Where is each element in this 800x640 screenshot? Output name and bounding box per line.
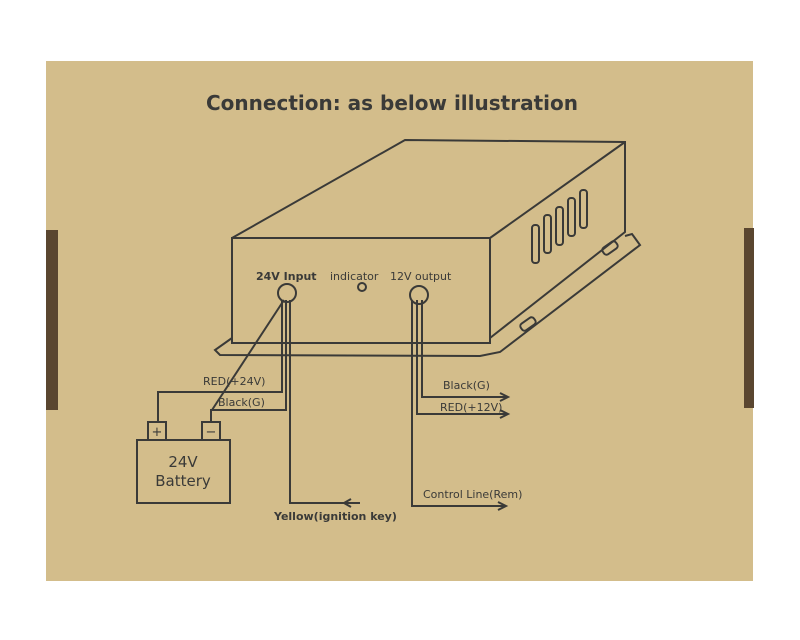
input-port xyxy=(277,283,297,303)
diagram-title: Connection: as below illustration xyxy=(206,91,578,115)
red-in-label: RED(+24V) xyxy=(203,375,265,388)
cardboard-edge-left xyxy=(46,230,58,410)
input-label: 24V Input xyxy=(256,270,317,283)
arrow-left-icon xyxy=(343,498,352,508)
mounting-flange xyxy=(213,232,642,358)
indicator-label: indicator xyxy=(330,270,379,283)
control-line-label: Control Line(Rem) xyxy=(423,488,522,501)
battery-body xyxy=(136,439,231,504)
red-input-wire xyxy=(157,300,283,422)
black-out-label: Black(G) xyxy=(443,379,490,392)
box-top-right-edge xyxy=(489,141,626,239)
arrow-right-icon xyxy=(499,392,511,402)
black-input-wire xyxy=(210,300,287,422)
flange-slot xyxy=(519,316,537,332)
black-in-label: Black(G) xyxy=(218,396,265,409)
arrow-right-icon xyxy=(497,501,509,511)
output-port xyxy=(409,285,429,305)
battery-label: Battery xyxy=(155,472,211,490)
minus-sign: − xyxy=(206,425,217,440)
flange-slot xyxy=(601,240,619,256)
plus-sign: + xyxy=(152,425,163,440)
red-output-wire xyxy=(416,300,508,415)
control-line-wire xyxy=(411,300,506,507)
battery: + − 24V Battery xyxy=(136,421,231,504)
box-front-face xyxy=(231,237,491,344)
yellow-wire xyxy=(289,300,360,504)
yellow-label: Yellow(ignition key) xyxy=(273,510,397,523)
output-wiring: Black(G) RED(+12V) Control Line(Rem) xyxy=(411,300,522,511)
battery-voltage: 24V xyxy=(168,453,198,471)
input-wiring: RED(+24V) Black(G) Yellow(ignition key) xyxy=(157,299,397,523)
arrow-right-icon xyxy=(499,409,511,419)
red-out-label: RED(+12V) xyxy=(440,401,502,414)
vent-slots xyxy=(531,189,588,264)
cardboard-panel xyxy=(46,61,753,581)
cardboard-edge-right xyxy=(744,228,754,408)
output-label: 12V output xyxy=(390,270,452,283)
indicator-led xyxy=(357,282,367,292)
converter-box: 24V Input indicator 12V output xyxy=(213,138,642,358)
black-output-wire xyxy=(421,300,508,398)
